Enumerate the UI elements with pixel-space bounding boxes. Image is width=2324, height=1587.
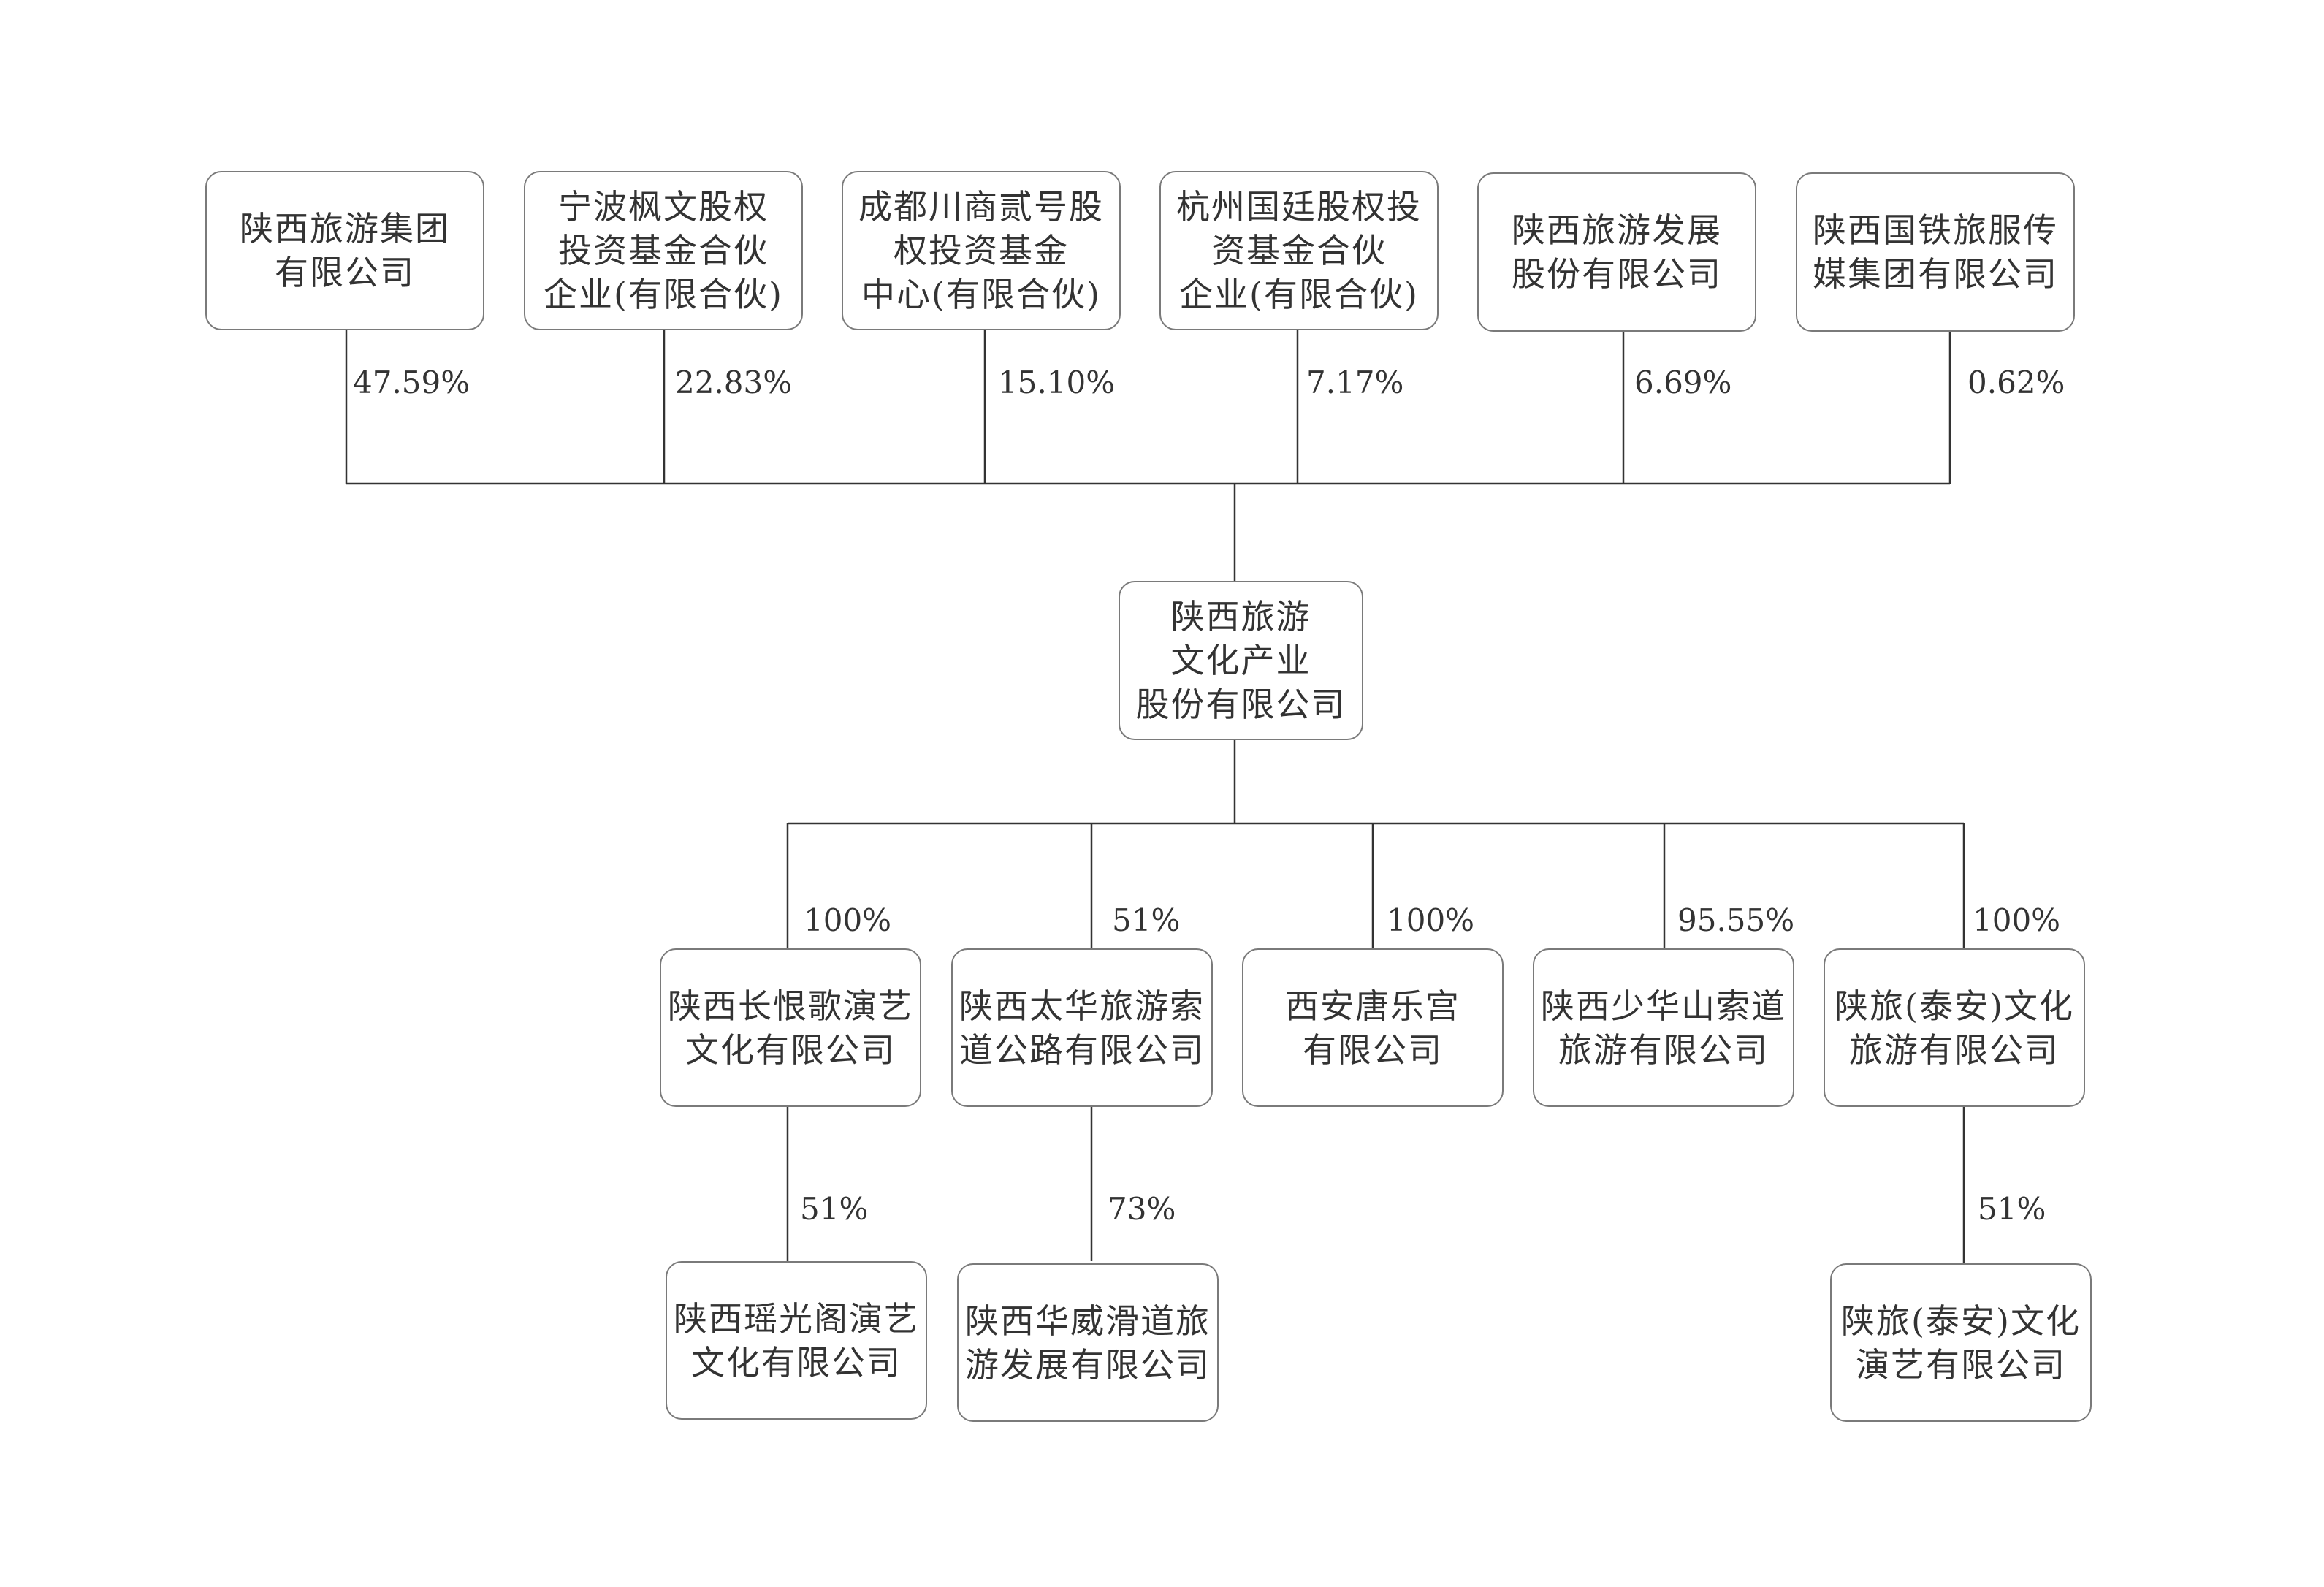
subsidiary-3-line-2: 有限公司 bbox=[1303, 1030, 1443, 1070]
sub-subsidiary-box-1: 陕西瑶光阁演艺 文化有限公司 bbox=[666, 1261, 927, 1420]
shareholder-2-line-1: 宁波枫文股权 bbox=[558, 187, 769, 227]
shareholder-3-line-2: 权投资基金 bbox=[894, 231, 1069, 270]
shareholder-box-5: 陕西旅游发展 股份有限公司 bbox=[1477, 172, 1756, 332]
shareholder-1-share: 47.59% bbox=[353, 365, 470, 400]
shareholder-1-line-2: 有限公司 bbox=[275, 253, 415, 292]
shareholder-6-line-2: 媒集团有限公司 bbox=[1813, 254, 2058, 294]
subsidiary-1-share: 100% bbox=[804, 902, 892, 938]
sub-subsidiary-3-line-1: 陕旅(泰安)文化 bbox=[1841, 1301, 2081, 1341]
subsidiary-box-5: 陕旅(泰安)文化 旅游有限公司 bbox=[1824, 948, 2085, 1107]
subsidiary-5-line-2: 旅游有限公司 bbox=[1849, 1030, 2060, 1070]
sub-subsidiary-2-share: 73% bbox=[1108, 1191, 1176, 1227]
subsidiary-4-line-1: 陕西少华山索道 bbox=[1541, 986, 1786, 1026]
sub-subsidiary-box-3: 陕旅(泰安)文化 演艺有限公司 bbox=[1830, 1263, 2092, 1422]
subsidiary-2-line-1: 陕西太华旅游索 bbox=[959, 986, 1205, 1026]
center-company-line-2: 文化产业 bbox=[1170, 641, 1311, 680]
sub-subsidiary-2-line-2: 游发展有限公司 bbox=[965, 1344, 1211, 1385]
shareholder-5-line-1: 陕西旅游发展 bbox=[1512, 210, 1722, 250]
subsidiary-3-share: 100% bbox=[1387, 902, 1475, 938]
subsidiary-3-line-1: 西安唐乐宫 bbox=[1285, 986, 1460, 1026]
center-company-line-3: 股份有限公司 bbox=[1135, 685, 1346, 724]
shareholder-5-line-2: 股份有限公司 bbox=[1512, 254, 1722, 294]
subsidiary-box-1: 陕西长恨歌演艺 文化有限公司 bbox=[660, 948, 921, 1107]
shareholder-box-3: 成都川商贰号股 权投资基金 中心(有限合伙) bbox=[842, 171, 1121, 330]
subsidiary-2-share: 51% bbox=[1112, 902, 1181, 938]
subsidiary-box-4: 陕西少华山索道 旅游有限公司 bbox=[1533, 948, 1794, 1107]
shareholder-3-line-1: 成都川商贰号股 bbox=[858, 187, 1104, 227]
shareholder-4-line-1: 杭州国廷股权投 bbox=[1176, 187, 1422, 227]
shareholder-3-line-3: 中心(有限合伙) bbox=[861, 275, 1101, 314]
sub-subsidiary-box-2: 陕西华威滑道旅 游发展有限公司 bbox=[957, 1263, 1219, 1422]
shareholder-1-line-1: 陕西旅游集团 bbox=[240, 209, 450, 248]
subsidiary-5-line-1: 陕旅(泰安)文化 bbox=[1835, 986, 2074, 1026]
shareholder-2-share: 22.83% bbox=[675, 365, 793, 400]
shareholder-5-share: 6.69% bbox=[1634, 365, 1732, 400]
shareholder-4-line-2: 资基金合伙 bbox=[1211, 231, 1387, 270]
shareholder-6-share: 0.62% bbox=[1967, 365, 2065, 400]
subsidiary-5-share: 100% bbox=[1973, 902, 2061, 938]
sub-subsidiary-2-line-1: 陕西华威滑道旅 bbox=[965, 1301, 1211, 1341]
center-company-line-1: 陕西旅游 bbox=[1170, 597, 1311, 636]
shareholder-6-line-1: 陕西国铁旅服传 bbox=[1813, 210, 2058, 250]
center-company-box: 陕西旅游 文化产业 股份有限公司 bbox=[1119, 581, 1363, 740]
shareholder-2-line-3: 企业(有限合伙) bbox=[544, 275, 783, 314]
shareholder-box-1: 陕西旅游集团 有限公司 bbox=[205, 171, 484, 330]
subsidiary-4-line-2: 旅游有限公司 bbox=[1558, 1030, 1769, 1070]
shareholder-4-share: 7.17% bbox=[1306, 365, 1404, 400]
shareholder-box-4: 杭州国廷股权投 资基金合伙 企业(有限合伙) bbox=[1159, 171, 1439, 330]
shareholder-box-6: 陕西国铁旅服传 媒集团有限公司 bbox=[1796, 172, 2075, 332]
sub-subsidiary-1-line-1: 陕西瑶光阁演艺 bbox=[674, 1298, 919, 1339]
subsidiary-box-3: 西安唐乐宫 有限公司 bbox=[1242, 948, 1504, 1107]
sub-subsidiary-3-line-2: 演艺有限公司 bbox=[1856, 1344, 2066, 1385]
shareholder-4-line-3: 企业(有限合伙) bbox=[1179, 275, 1419, 314]
subsidiary-4-share: 95.55% bbox=[1677, 902, 1795, 938]
shareholder-2-line-2: 投资基金合伙 bbox=[558, 231, 769, 270]
subsidiary-1-line-2: 文化有限公司 bbox=[685, 1030, 896, 1070]
subsidiary-2-line-2: 道公路有限公司 bbox=[959, 1030, 1205, 1070]
shareholder-box-2: 宁波枫文股权 投资基金合伙 企业(有限合伙) bbox=[524, 171, 803, 330]
sub-subsidiary-1-line-2: 文化有限公司 bbox=[691, 1342, 902, 1382]
sub-subsidiary-3-share: 51% bbox=[1978, 1191, 2046, 1227]
subsidiary-box-2: 陕西太华旅游索 道公路有限公司 bbox=[951, 948, 1213, 1107]
sub-subsidiary-1-share: 51% bbox=[800, 1191, 869, 1227]
shareholder-3-share: 15.10% bbox=[998, 365, 1116, 400]
subsidiary-1-line-1: 陕西长恨歌演艺 bbox=[668, 986, 913, 1026]
